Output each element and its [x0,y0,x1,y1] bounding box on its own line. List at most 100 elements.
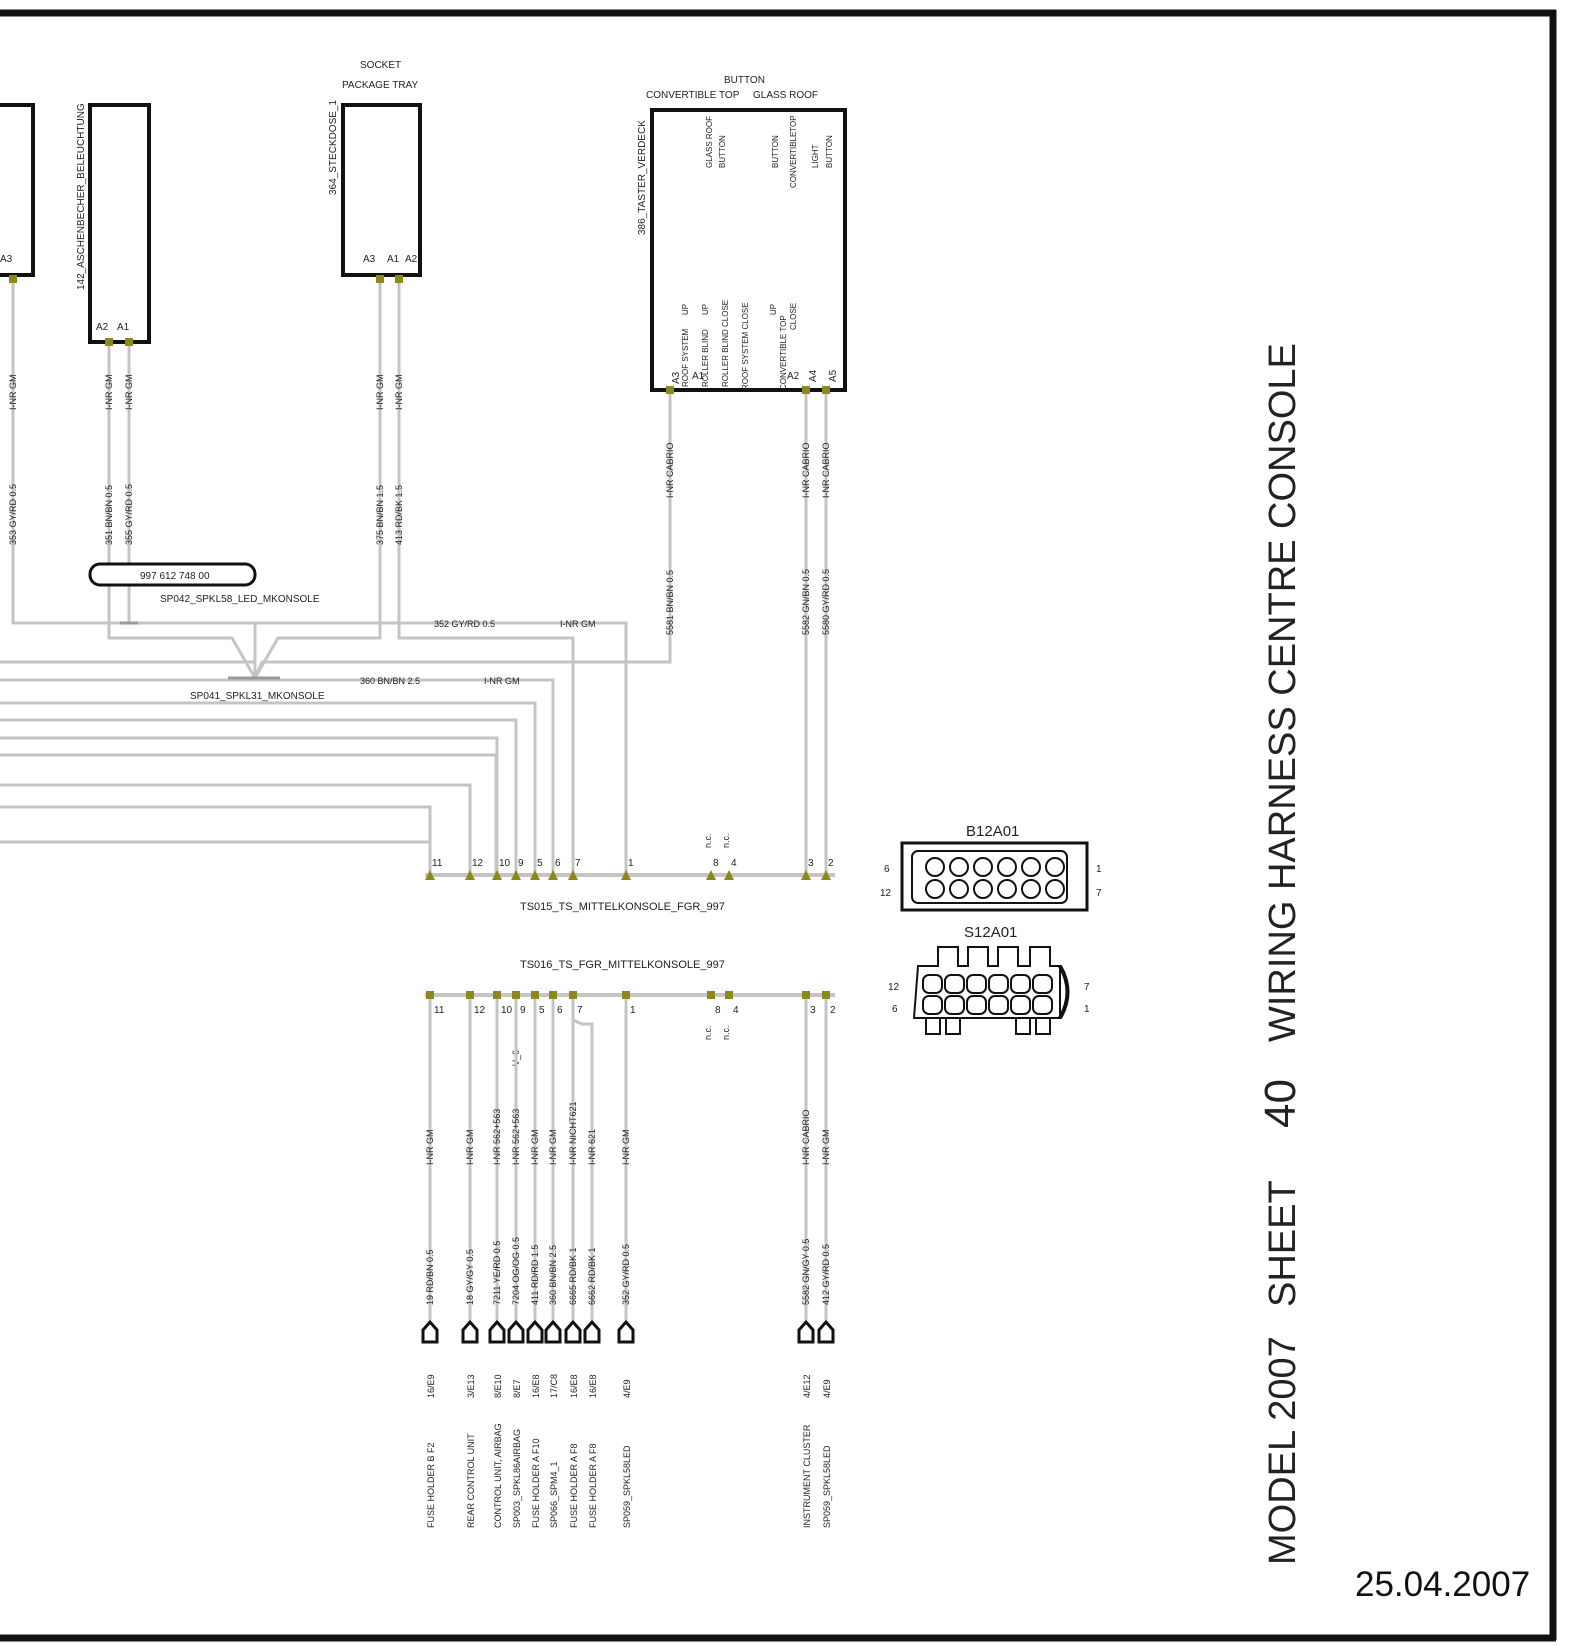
cavity [988,995,1009,1015]
svg-text:UP: UP [769,304,778,315]
ashtray-name: 142_ASCHENBECHER_BELEUCHTUNG [76,103,87,290]
upper-wiring [0,278,828,875]
socket-name: 364_STECKDOSE_1 [328,100,339,195]
ts016-name: TS016_TS_FGR_MITTELKONSOLE_997 [520,959,725,971]
cavity [966,974,987,994]
ts015-name: TS015_TS_MITTELKONSOLE_FGR_997 [520,901,725,913]
sheet-frame [0,9,1557,1642]
pin-marker [466,991,474,999]
wire-type-label: I-NR GM [465,1130,475,1166]
wire-spec-label: 19 RD/BN 0.5 [425,1249,435,1305]
pin-marker [548,870,558,880]
wire-ref-label: 16/E9 [426,1374,436,1398]
svg-text:I-NR GM: I-NR GM [484,676,520,686]
pin-marker [822,991,830,999]
cavity [944,974,965,994]
wire-destination-label: SP059_SPKL58LED [822,1445,832,1528]
pin-a1-label: A1 [117,322,130,333]
title-block: MODEL 2007 SHEET 40 WIRING HARNESS CENTR… [1256,343,1305,1565]
ts016-pin-label: 1 [630,1005,636,1016]
pin-a3-label: A3 [363,254,376,265]
ts015-pin-label: 2 [828,858,834,869]
nc-label: n.c. [721,1025,731,1040]
package-tray-label: PACKAGE TRAY [342,80,418,91]
sp041-name: SP041_SPKL31_MKONSOLE [190,691,325,702]
svg-text:ROLLER BLIND: ROLLER BLIND [701,329,710,387]
cavity [988,974,1009,994]
pin-marker [512,991,520,999]
sp042-name: SP042_SPKL58_LED_MKONSOLE [160,594,320,605]
pin-marker [493,991,501,999]
wire-spec-label: 18 GY/GY 0.5 [465,1249,475,1305]
ts016-pin-label: 4 [733,1005,739,1016]
pin-marker [706,870,716,880]
svg-text:12: 12 [888,982,900,993]
nc-label: n.c. [703,833,713,848]
svg-text:6: 6 [892,1004,898,1015]
pin-marker [801,870,811,880]
svg-text:351 BN/BN 0.5: 351 BN/BN 0.5 [104,485,114,545]
wire-type-label: I-NR CABRIO [801,1109,811,1165]
svg-text:5580 GY/RD 0.5: 5580 GY/RD 0.5 [821,569,831,635]
wire-destination-label: SP059_SPKL58LED [622,1445,632,1528]
wire-terminal [526,1319,544,1344]
cavity [1032,974,1053,994]
ts016-pin-label: 7 [577,1005,583,1016]
svg-text:353 GY/RD 0.5: 353 GY/RD 0.5 [8,484,18,545]
wire-ref-label: 8/E10 [493,1374,503,1398]
wire-ref-label: 3/E13 [466,1374,476,1398]
ts015-pin-label: 6 [555,858,561,869]
sheet-heading: WIRING HARNESS CENTRE CONSOLE [1262,343,1304,1042]
pin-a5-label: A5 [828,369,839,382]
cavity [925,879,945,899]
pin-marker [511,870,521,880]
ts015-pin-label: 5 [537,858,543,869]
button-component: BUTTON CONVERTIBLE TOP GLASS ROOF 386_TA… [637,75,847,394]
cavity [966,995,987,1015]
cavity [973,879,993,899]
svg-text:355 GY/RD 0.5: 355 GY/RD 0.5 [124,484,134,545]
pin-marker [725,991,733,999]
wire-destination-label: FUSE HOLDER B F2 [426,1442,436,1528]
upper-wire-labels: I-NR GM 353 GY/RD 0.5 I-NR GM 351 BN/BN … [8,375,831,687]
cavity [1010,995,1031,1015]
pin-marker [707,991,715,999]
pin-a1-label: A1 [692,371,705,382]
wire-ref-label: 4/E12 [802,1374,812,1398]
svg-text:ROLLER BLIND CLOSE: ROLLER BLIND CLOSE [721,300,730,387]
svg-text:5581 BN/BN 0.5: 5581 BN/BN 0.5 [665,570,675,635]
wire-type-label: I-NR 562+563 [511,1109,521,1165]
socket-label: SOCKET [360,60,401,71]
svg-text:375 BN/BN 1.5: 375 BN/BN 1.5 [375,485,385,545]
wire-ref-label: 16/E8 [569,1374,579,1398]
sp042-splice: 997 612 748 00 SP042_SPKL58_LED_MKONSOLE [88,562,320,605]
button-name: 386_TASTER_VERDECK [637,120,648,235]
model-label: MODEL 2007 [1262,1336,1304,1565]
pin-marker [395,275,403,283]
pin-marker [569,991,577,999]
pin-marker [821,870,831,880]
pin-a2-label: A2 [405,254,418,265]
wire-terminal [797,1319,815,1344]
pin-a1-label: A1 [387,254,400,265]
svg-text:BUTTON: BUTTON [825,135,834,168]
glass-roof-label: GLASS ROOF [753,90,818,101]
pin-a2-label: A2 [787,371,800,382]
wire-type-label: I-NR 562+563 [492,1109,502,1165]
cavity [944,995,965,1015]
b12a01-name: B12A01 [966,823,1019,840]
ts016-pin-label: 11 [434,1005,445,1016]
ts016-pin-label: 9 [520,1005,526,1016]
svg-text:UP: UP [701,304,710,315]
svg-text:I-NR GM: I-NR GM [394,375,404,411]
svg-text:ROOF SYSTEM CLOSE: ROOF SYSTEM CLOSE [741,302,750,390]
wire-ref-label: 16/E8 [588,1374,598,1398]
pin-marker [568,870,578,880]
pin-marker [125,338,133,346]
ts016-pin-label: 10 [501,1005,513,1016]
cavity [1045,879,1065,899]
pin-a4-label: A4 [808,369,819,382]
ts015-pin-label: 1 [628,858,634,869]
wire-terminal [583,1319,601,1344]
